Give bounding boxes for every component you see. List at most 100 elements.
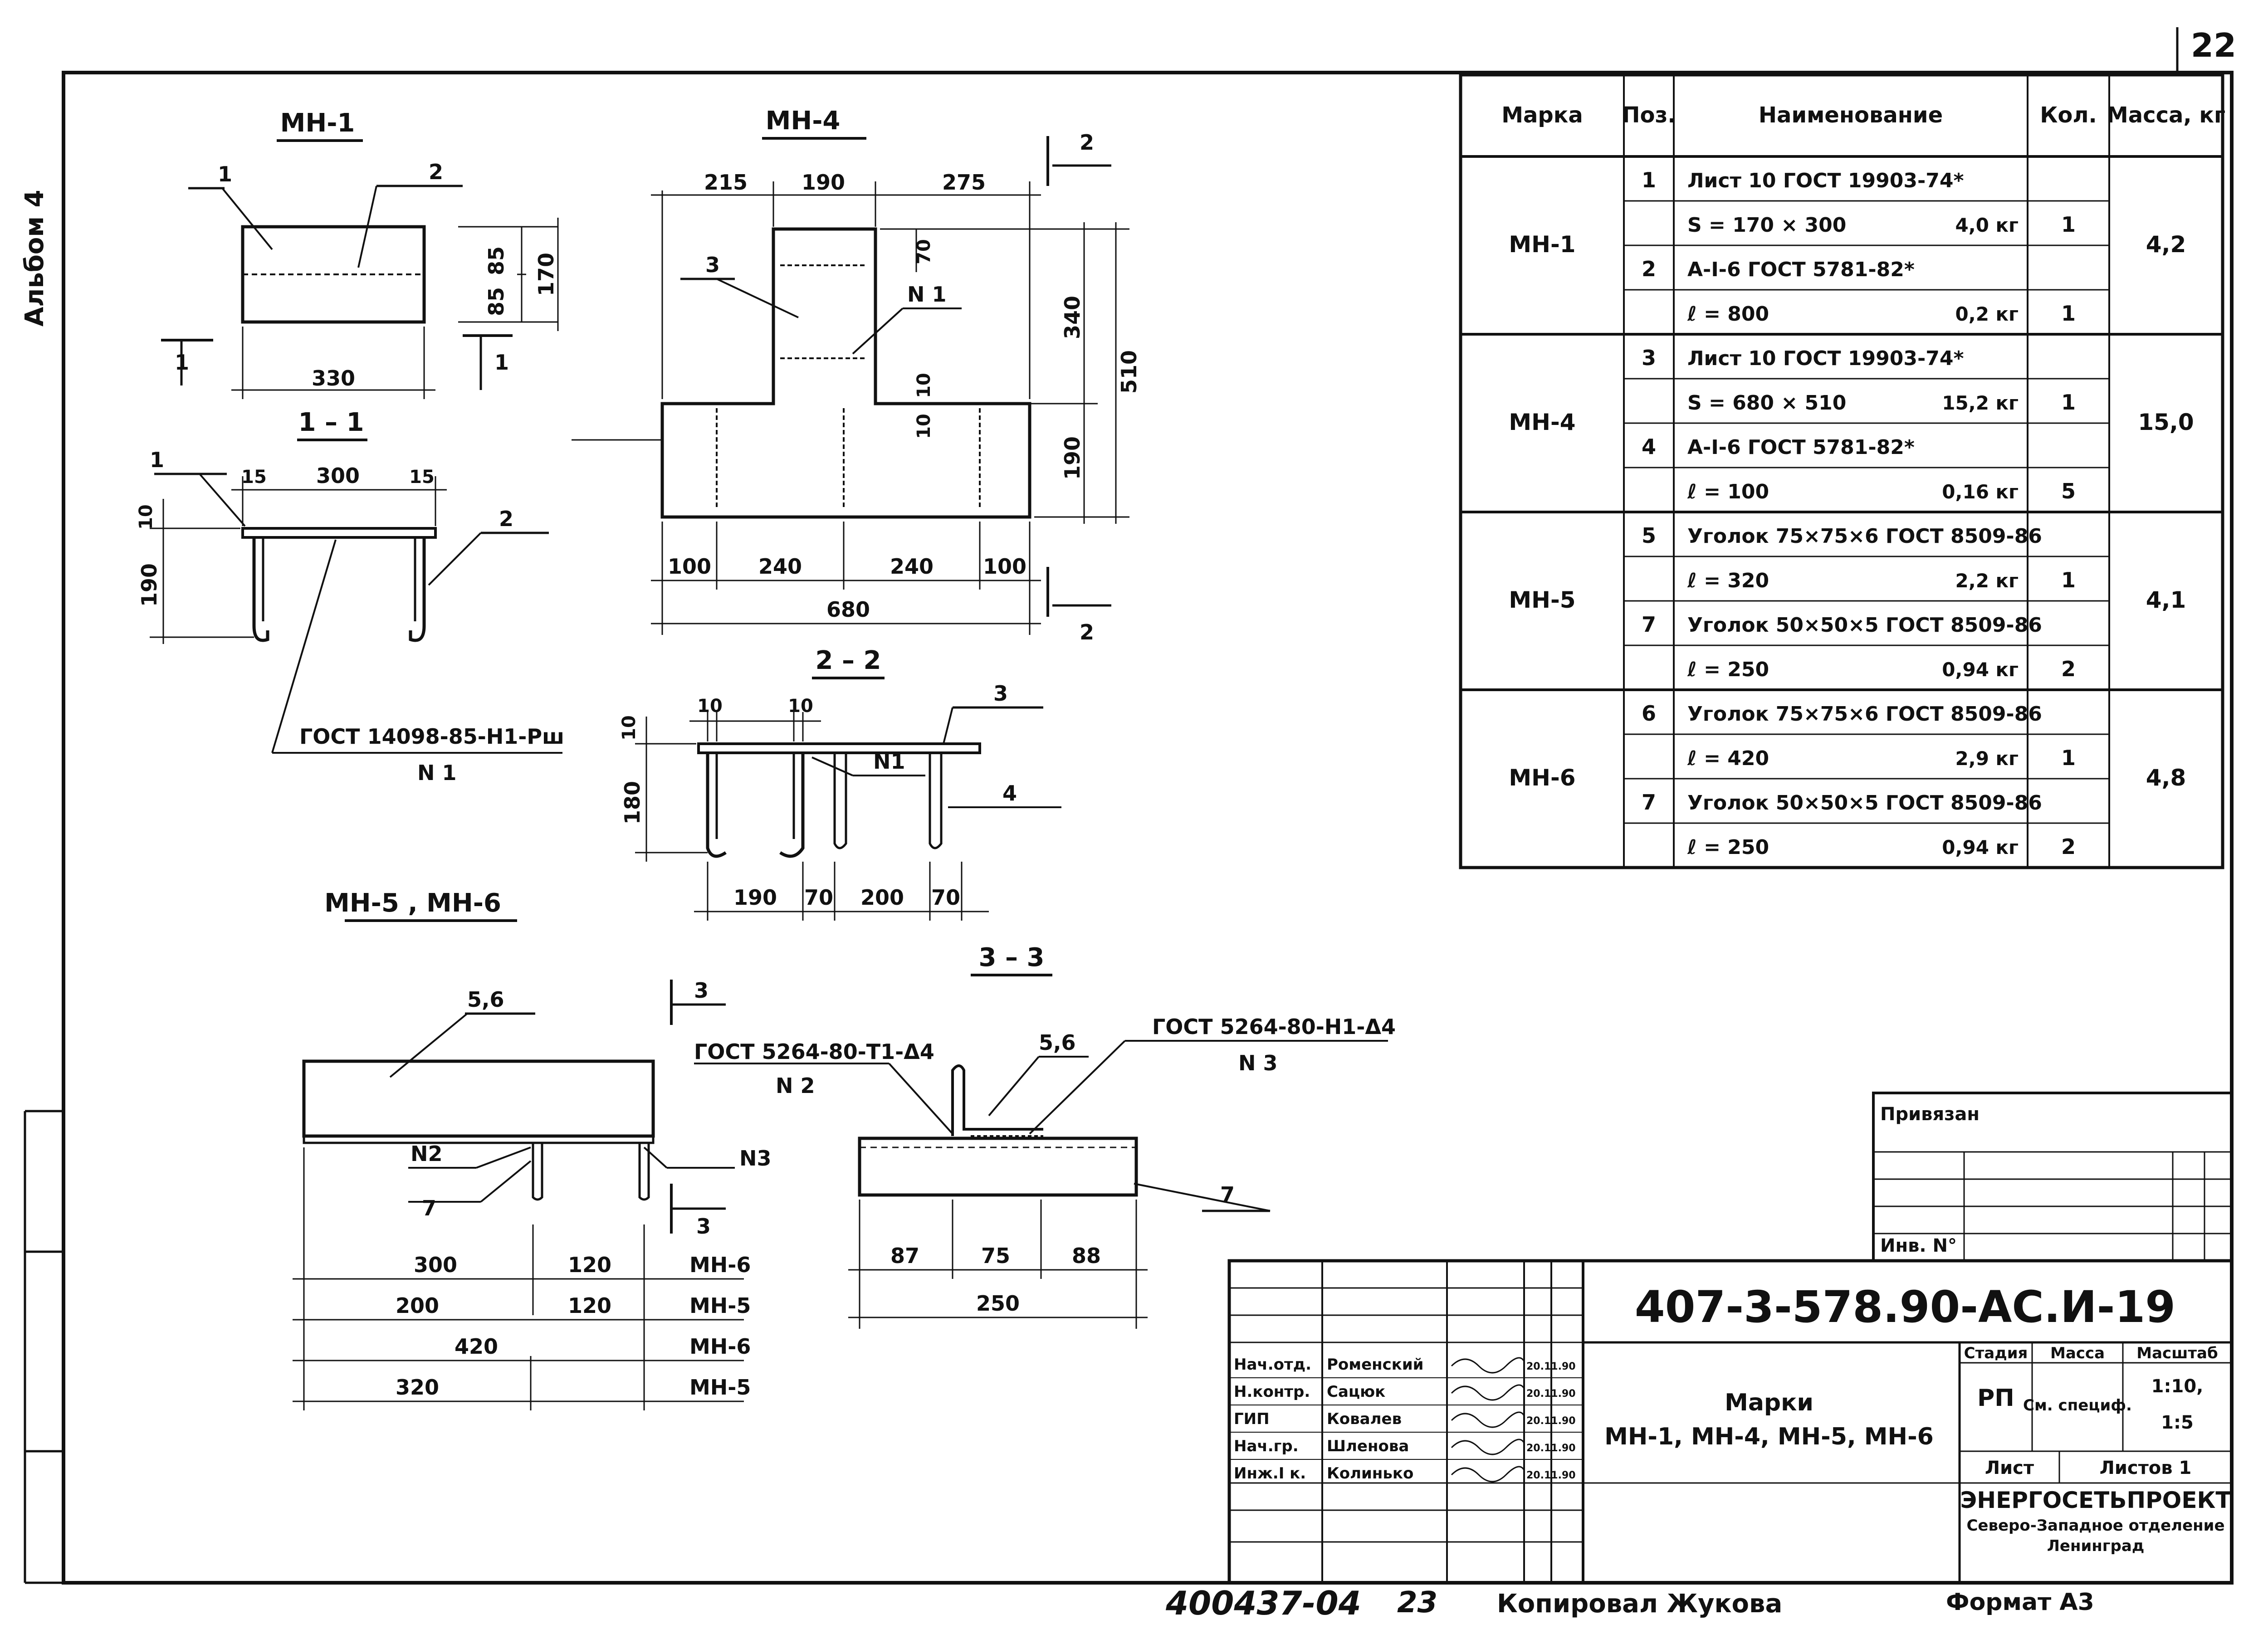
mn4-plate [660, 227, 1031, 519]
spec-name: ℓ = 250 [1687, 836, 1769, 859]
mn4-dim-190: 190 [802, 170, 845, 195]
spec-pos: 2 [1642, 257, 1656, 281]
mn56-row4-a: 320 [396, 1375, 439, 1400]
sec11-dim-300: 300 [316, 463, 360, 488]
mn1-dim-85a: 85 [484, 246, 508, 275]
mn56-row3-a: 420 [455, 1334, 498, 1359]
mn4-leader-3: 3 [705, 253, 720, 277]
binding-label: Привязан [1880, 1104, 1980, 1125]
spec-qty: 1 [2061, 301, 2076, 326]
spec-name: Лист 10 ГОСТ 19903-74* [1687, 347, 1964, 370]
signature-icon [1451, 1466, 1525, 1483]
stage-header: Стадия [1964, 1344, 2028, 1362]
stamp-person: Сацюк [1327, 1383, 1385, 1401]
sec22-leader-4: 4 [1002, 781, 1017, 805]
copied-by: Копировал Жукова [1497, 1589, 1782, 1619]
sec33-weld-right-ref: N 3 [1238, 1051, 1278, 1075]
sec11-title: 1 – 1 [298, 408, 364, 437]
mn4-dim-510: 510 [1117, 350, 1141, 394]
spec-header-2: Наименование [1759, 102, 1943, 128]
sec11-dim-190: 190 [137, 563, 161, 607]
spec-name: Лист 10 ГОСТ 19903-74* [1687, 169, 1964, 192]
spec-name: S = 680 × 510 [1687, 391, 1846, 415]
mn56-row1-a: 300 [414, 1253, 457, 1277]
sec33-weld-left: ГОСТ 5264-80-Т1-Δ4 [694, 1039, 934, 1064]
spec-weight: 0,2 кг [1955, 303, 2019, 325]
sec22-dim-70a: 70 [804, 885, 833, 910]
spec-name: А-Ⅰ-6 ГОСТ 5781-82* [1687, 436, 1915, 459]
spec-name: ℓ = 320 [1687, 569, 1769, 592]
sec22-dim-180: 180 [620, 781, 645, 824]
mn1-dim-330: 330 [312, 366, 355, 390]
mn56-angle [302, 1059, 655, 1138]
mn1-cut-right: 1 [494, 350, 509, 375]
spec-name: ℓ = 800 [1687, 302, 1769, 326]
sec22-dim-190: 190 [733, 885, 777, 910]
mn56-cut-top: 3 [694, 978, 709, 1003]
mn56-row2-b: 120 [568, 1293, 611, 1318]
archive-page: 23 [1397, 1586, 1437, 1619]
spec-mass: 15,0 [2138, 409, 2194, 435]
spec-name: ℓ = 250 [1687, 658, 1769, 681]
mn56-n2: N2 [411, 1141, 443, 1166]
spec-name: Уголок 50×50×5 ГОСТ 8509-86 [1687, 791, 2042, 815]
mn4-dim-70: 70 [914, 239, 934, 264]
spec-mark: МН-1 [1509, 231, 1575, 258]
mn56-title: МН-5 , МН-6 [324, 888, 501, 918]
binding-block: Привязан Инв. N° [1872, 1092, 2233, 1262]
archive-number: 400437-04 [1165, 1584, 1361, 1622]
spec-mark: МН-4 [1509, 409, 1575, 435]
stamp-role: Нач.гр. [1234, 1437, 1299, 1455]
spec-weight: 2,2 кг [1955, 570, 2019, 592]
sec33-dim-88: 88 [1072, 1244, 1101, 1268]
sheet-number: 22 [2191, 26, 2236, 64]
sec33-dim-250: 250 [976, 1291, 1020, 1316]
stamp-date: 20.11.90 [1526, 1415, 1576, 1427]
mn56-row2-mark: МН-5 [689, 1293, 751, 1318]
spec-pos: 6 [1642, 701, 1656, 726]
spec-qty: 1 [2061, 212, 2076, 237]
sheet-frame [62, 71, 2234, 1585]
sec22-dim-70b: 70 [931, 885, 960, 910]
stamp-date: 20.11.90 [1526, 1388, 1576, 1400]
stamp-role: Нач.отд. [1234, 1356, 1311, 1374]
spec-name: А-Ⅰ-6 ГОСТ 5781-82* [1687, 258, 1915, 281]
mn4-dim-190v: 190 [1060, 436, 1085, 480]
mn4-dim-100b: 100 [983, 554, 1026, 579]
drawing-code: 407-3-578.90-АС.И-19 [1635, 1282, 2175, 1332]
spec-mass: 4,8 [2146, 765, 2186, 791]
sec33-dim-87: 87 [890, 1244, 919, 1268]
stamp-subtitle: МН-1, МН-4, МН-5, МН-6 [1604, 1423, 1934, 1450]
mn56-row4-mark: МН-5 [689, 1375, 751, 1400]
mn56-row2-a: 200 [396, 1293, 439, 1318]
sec22-dim-200: 200 [860, 885, 904, 910]
stamp-person: Шленова [1327, 1437, 1409, 1455]
mn1-title: МН-1 [280, 108, 355, 138]
mn56-leader-56: 5,6 [467, 987, 504, 1012]
org-city: Ленинград [2047, 1537, 2145, 1555]
mn56-row3-mark: МН-6 [689, 1334, 751, 1359]
mn1-leader-2: 2 [429, 160, 443, 184]
sec11-weld-note: ГОСТ 14098-85-Н1-Рш [299, 724, 564, 749]
stamp-person: Ковалев [1327, 1410, 1402, 1428]
sec33-angle-7 [858, 1136, 1138, 1197]
inv-label: Инв. N° [1880, 1235, 1957, 1256]
spec-weight: 2,9 кг [1955, 747, 2019, 770]
sec22-dim-10b: 10 [788, 696, 813, 717]
sec33-title: 3 – 3 [979, 943, 1045, 972]
spec-header-4: Масса, кг [2107, 102, 2225, 128]
stage-value: РП [1977, 1385, 2014, 1412]
spec-pos: 5 [1642, 523, 1656, 548]
mn4-dim-275: 275 [942, 170, 986, 195]
scale-value-1: 1:10, [2151, 1376, 2204, 1397]
spec-qty: 1 [2061, 568, 2076, 592]
mn1-leader-1: 1 [218, 162, 232, 186]
spec-header-0: Марка [1501, 102, 1583, 128]
spec-mass: 4,1 [2146, 587, 2186, 613]
spec-weight: 0,16 кг [1942, 481, 2019, 503]
stamp-person: Колинько [1327, 1464, 1413, 1483]
stamp-role: Инж.I к. [1234, 1464, 1306, 1483]
mn56-cut-bottom: 3 [696, 1214, 711, 1239]
